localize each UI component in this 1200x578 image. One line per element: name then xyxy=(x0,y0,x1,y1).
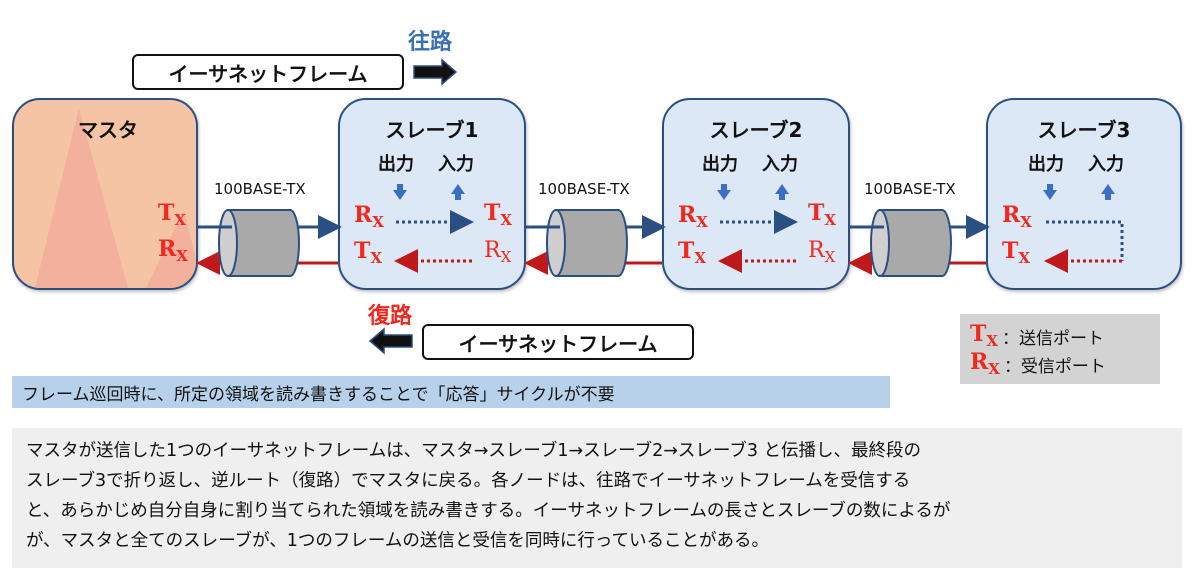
description-line: と、あらかじめ自分自身に割り当てられた領域を読み書きする。イーサネットフレームの… xyxy=(26,501,951,521)
cable-end-left xyxy=(870,209,890,277)
forward-frame-label: イーサネットフレーム xyxy=(132,54,404,90)
legend-tx: TX ：送信ポート xyxy=(970,322,1150,350)
tx-port-back: TX xyxy=(354,238,383,267)
rx-port-in: RX xyxy=(354,202,384,231)
input-label: 入力 xyxy=(762,154,798,175)
input-label: 入力 xyxy=(438,154,474,175)
legend-rx: RX ：受信ポート xyxy=(970,350,1150,378)
callout-banner: フレーム巡回時に、所定の領域を読み書きすることで「応答」サイクルが不要 xyxy=(12,376,890,408)
master-rx-port: RX xyxy=(158,236,188,265)
slave-title: スレーブ1 xyxy=(385,118,479,142)
tx-port-back: TX xyxy=(678,238,707,267)
tx-port-out: TX xyxy=(808,200,837,229)
cable-fill xyxy=(228,211,290,275)
description-box: マスタが送信した1つのイーサネットフレームは、マスタ→スレーブ1→スレーブ2→ス… xyxy=(12,428,1182,568)
master-title: マスタ xyxy=(78,118,138,142)
tx-symbol: TX xyxy=(970,321,999,350)
slave-title: スレーブ3 xyxy=(1037,118,1131,142)
master-tx-port: TX xyxy=(158,200,187,229)
forward-route-label: 往路 xyxy=(408,30,453,55)
cable-body xyxy=(879,209,943,277)
cable-label-3: 100BASE-TX xyxy=(864,180,956,198)
rx-port-back: RX xyxy=(808,238,836,266)
return-frame-label: イーサネットフレーム xyxy=(422,324,694,360)
output-label: 出力 xyxy=(702,154,738,175)
cable-label-1: 100BASE-TX xyxy=(214,180,306,198)
cable-3 xyxy=(848,209,990,277)
cable-end-right xyxy=(608,209,628,277)
output-label: 出力 xyxy=(1028,154,1064,175)
cable-1 xyxy=(196,209,342,277)
cable-body xyxy=(555,209,619,277)
rx-port-in: RX xyxy=(1002,202,1032,231)
cable-fill xyxy=(556,211,618,275)
legend: TX ：送信ポート RX ：受信ポート xyxy=(960,314,1160,384)
input-label: 入力 xyxy=(1088,154,1124,175)
cable-2 xyxy=(524,209,666,277)
tx-port-back: TX xyxy=(1002,238,1031,267)
arrow-right-icon xyxy=(413,58,458,86)
cable-fill xyxy=(880,211,942,275)
master-node: マスタ TX RX xyxy=(12,98,198,290)
legend-tx-text: ：送信ポート xyxy=(1002,328,1105,349)
callout-text: フレーム巡回時に、所定の領域を読み書きすることで「応答」サイクルが不要 xyxy=(22,384,615,405)
rx-port-back: RX xyxy=(484,238,512,266)
cable-end-right xyxy=(280,209,300,277)
slave-node-1: スレーブ1 出力 入力 RX TX TX RX xyxy=(338,98,526,290)
cable-end-left xyxy=(546,209,566,277)
tx-port-out: TX xyxy=(484,200,513,229)
rx-symbol: RX xyxy=(970,349,1000,378)
cable-body xyxy=(227,209,291,277)
legend-rx-text: ：受信ポート xyxy=(1003,356,1106,377)
description-line: マスタが送信した1つのイーサネットフレームは、マスタ→スレーブ1→スレーブ2→ス… xyxy=(26,441,922,461)
cable-end-right xyxy=(932,209,952,277)
description-line: スレーブ3で折り返し、逆ルート（復路）でマスタに戻る。各ノードは、往路でイーサネ… xyxy=(26,471,911,491)
return-route-label: 復路 xyxy=(368,304,413,329)
arrow-left-icon xyxy=(368,327,413,355)
output-label: 出力 xyxy=(378,154,414,175)
slave-node-3: スレーブ3 出力 入力 RX TX xyxy=(986,98,1182,290)
cable-label-2: 100BASE-TX xyxy=(538,180,630,198)
rx-port-in: RX xyxy=(678,202,708,231)
slave-title: スレーブ2 xyxy=(709,118,803,142)
cable-end-left xyxy=(218,209,238,277)
description-line: が、マスタと全てのスレーブが、1つのフレームの送信と受信を同時に行っていることが… xyxy=(26,531,769,551)
slave-node-2: スレーブ2 出力 入力 RX TX TX RX xyxy=(662,98,850,290)
